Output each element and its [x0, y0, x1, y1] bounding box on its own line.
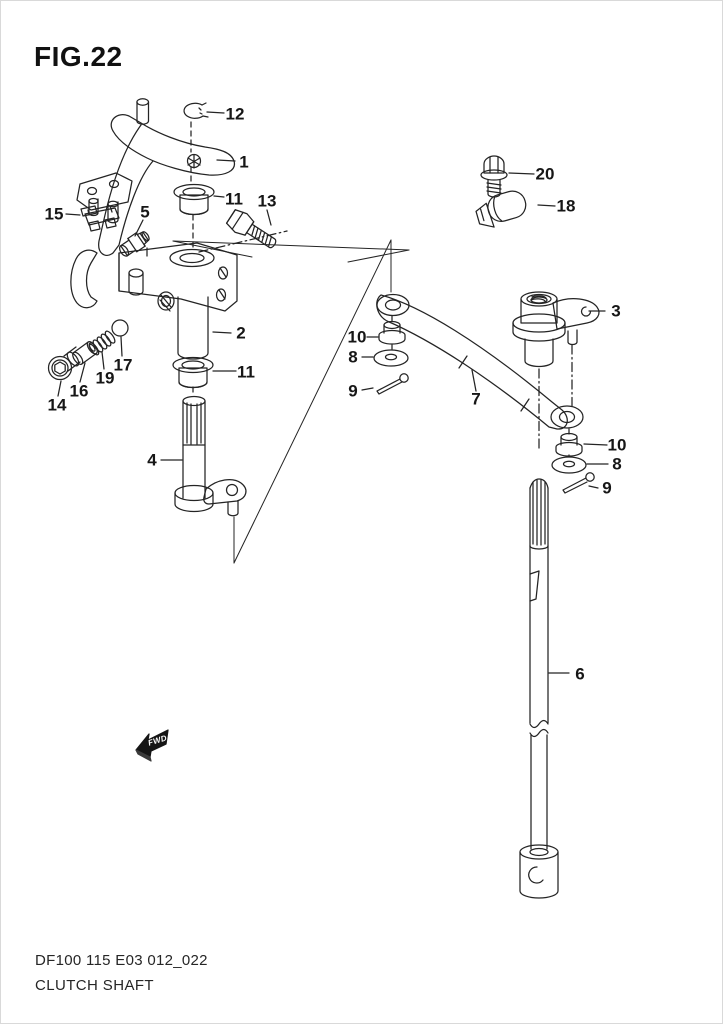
- part-18-clamp-shape: [475, 190, 527, 228]
- callout-leader-line: [216, 159, 236, 162]
- callout-leader-line: [471, 369, 477, 392]
- document-code: DF100 115 E03 012_022: [35, 952, 208, 969]
- part-10-bushing-right-shape: [555, 432, 583, 457]
- callout-leader-line: [79, 362, 86, 383]
- part-number-callout: 11: [237, 363, 255, 382]
- part-2-bracket-shape: [70, 242, 238, 360]
- part-14-plug-shape: [47, 346, 81, 381]
- part-number-callout: 10: [608, 436, 627, 455]
- callout-leader-line: [583, 443, 608, 446]
- part-number-callout: 1: [239, 153, 248, 172]
- part-number-callout: 4: [147, 451, 157, 470]
- part-number-callout: 18: [557, 197, 576, 216]
- part-number-callout: 15: [45, 205, 64, 224]
- callout-leader-line: [206, 111, 225, 114]
- callout-leader-line: [537, 204, 556, 207]
- part-number-callout: 8: [348, 348, 357, 367]
- part-11-bushing-upper-shape: [173, 183, 215, 216]
- part-number-callout: 3: [611, 302, 620, 321]
- part-number-callout: 9: [348, 382, 357, 401]
- figure-label: FIG.22: [34, 41, 123, 72]
- part-8-washer-left-shape: [373, 349, 409, 367]
- part-13-bolt-shape: [225, 209, 277, 249]
- callout-leader-line: [134, 219, 144, 237]
- part-number-callout: 16: [70, 382, 89, 401]
- part-10-bushing-left-shape: [378, 320, 406, 345]
- part-8-washer-right-shape: [551, 456, 587, 474]
- part-15-clamp-shape: [80, 205, 120, 232]
- part-17-ball-shape: [111, 319, 129, 337]
- assembly-centerlines: [172, 121, 573, 564]
- part-number-callout: 20: [536, 165, 555, 184]
- part-12-circlip-shape: [183, 102, 209, 119]
- callout-leader-line: [57, 380, 62, 397]
- callout-leader-line: [65, 213, 81, 216]
- part-number-callout: 12: [226, 105, 245, 124]
- callout-leader-line: [101, 351, 105, 370]
- callout-leader-line: [120, 336, 123, 357]
- callout-leader-line: [588, 485, 599, 489]
- part-number-callout: 19: [96, 369, 115, 388]
- part-11-bushing-lower-shape: [172, 356, 214, 389]
- callout-leader-line: [508, 172, 535, 175]
- fwd-direction-arrow: FWD: [135, 729, 169, 762]
- part-6-clutch-shaft-shape: [519, 478, 559, 899]
- callout-leader-line: [212, 331, 232, 334]
- part-number-callout: 7: [471, 390, 480, 409]
- callout-leader-line: [361, 387, 374, 391]
- part-number-callout: 9: [602, 479, 611, 498]
- part-3-clutch-arm-shape: [512, 291, 600, 368]
- part-number-callout: 10: [348, 328, 367, 347]
- part-number-callout: 8: [612, 455, 621, 474]
- part-7-clutch-rod-shape: [376, 293, 584, 430]
- part-20-bolt-shape: [480, 155, 508, 198]
- part-16-bushing-small-shape: [72, 341, 98, 365]
- part-9-cotter-pin-right-shape: [562, 472, 595, 494]
- part-number-callout: 13: [258, 192, 277, 211]
- part-number-callout: 11: [225, 190, 243, 209]
- callout-leader-line: [213, 195, 225, 198]
- part-9-cotter-pin-left-shape: [376, 373, 409, 395]
- part-number-callout: 17: [114, 356, 133, 375]
- part-number-callout: 5: [140, 203, 149, 222]
- part-1-clutch-lever-shape: [76, 98, 236, 256]
- part-number-callout: 6: [575, 665, 584, 684]
- part-number-callout: 14: [48, 396, 67, 415]
- sheet-title: CLUTCH SHAFT: [35, 977, 154, 994]
- bolt-direction-pointer: [172, 240, 410, 263]
- callout-leader-line: [266, 209, 272, 226]
- part-5-valve-shape: [118, 231, 150, 257]
- part-4-clutch-shaft-front-shape: [174, 395, 247, 517]
- part-number-callout: 2: [236, 324, 245, 343]
